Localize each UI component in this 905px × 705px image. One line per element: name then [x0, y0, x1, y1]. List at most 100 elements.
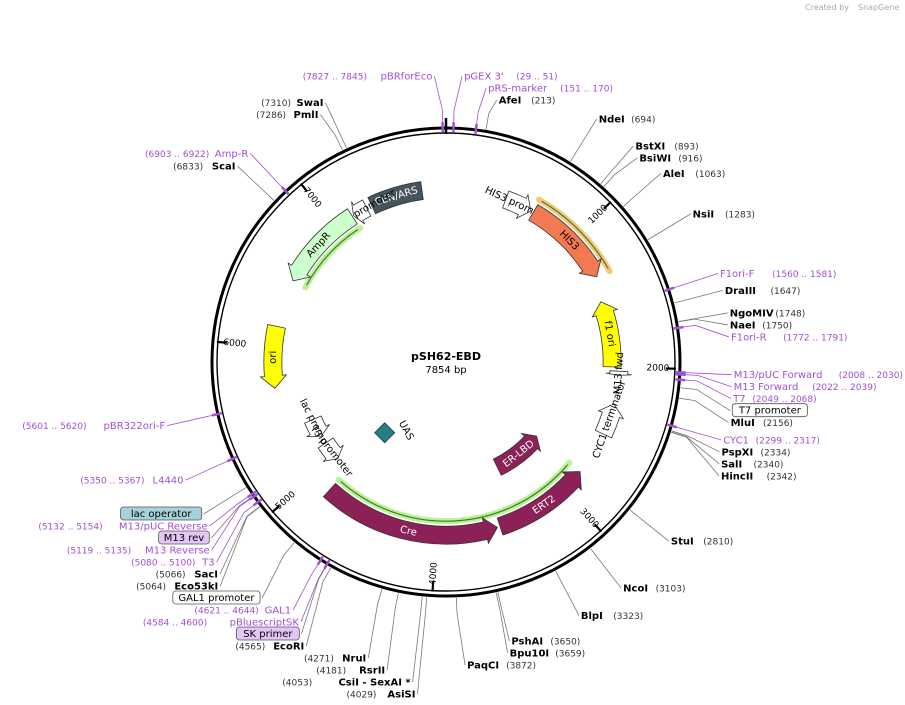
feature-halo-line: [340, 464, 569, 522]
label-leader-line: [681, 379, 732, 400]
label-leader-line: [455, 597, 466, 666]
primer-label-f1ori-f: F1ori-F (1560 .. 1581): [720, 269, 836, 280]
primer-label-m13-reverse: M13 Reverse(5119 .. 5135): [67, 546, 210, 557]
feature-halo-line: [541, 200, 609, 269]
primer-coord: (2008 .. 2030): [839, 371, 903, 381]
enzyme-label-rsrii: RsrII(4181): [316, 666, 385, 677]
feature-label-f1-ori: f1 ori: [602, 320, 617, 348]
label-leader-line: [292, 561, 321, 611]
enzyme-coord: (694): [631, 115, 655, 125]
enzyme-label-bpu10i: Bpu10I(3659): [510, 649, 586, 660]
enzyme-coord: (7310): [261, 99, 291, 109]
enzyme-name: SacI: [194, 570, 218, 581]
feature-his3-promoter: [502, 190, 532, 220]
feature-ori: [259, 323, 288, 389]
enzyme-coord: (4053): [282, 679, 312, 689]
feature-er-lbd: [492, 432, 542, 476]
enzyme-name: NsiI: [693, 209, 714, 220]
enzyme-name: MluI: [731, 418, 755, 429]
enzyme-name: NruI: [342, 654, 366, 665]
halo-layer: [302, 196, 613, 525]
label-leader-line: [603, 157, 638, 187]
boxed-label-text: T7 promoter: [738, 406, 802, 417]
primer-coord: (4584 .. 4600): [143, 619, 207, 629]
label-leader-line: [629, 509, 670, 542]
enzyme-coord: (2334): [761, 448, 791, 458]
primer-coord: (29 .. 51): [516, 73, 557, 83]
label-leader-line: [600, 145, 634, 184]
primer-label-pgex-3: pGEX 3' (29 .. 51): [464, 72, 558, 83]
enzyme-label-stui: StuI(2810): [671, 537, 733, 548]
feature-m13-fwd: [605, 370, 632, 376]
enzyme-label-nrui: NruI(4271): [304, 654, 366, 665]
enzyme-name: AsiSI: [387, 690, 415, 701]
boxed-label-frame: [236, 626, 300, 641]
feature-label-m13-fwd: M13 fwd: [612, 352, 626, 395]
label-leader-line: [325, 102, 347, 149]
scale-tick: [299, 182, 308, 193]
enzyme-name: Bpu10I: [510, 649, 550, 660]
enzyme-coord: (893): [674, 142, 698, 152]
label-leader-line: [167, 414, 217, 427]
primer-coord: (151 .. 170): [560, 85, 613, 95]
primer-coord: (5132 .. 5154): [38, 523, 102, 533]
enzyme-label-paqci: PaqCI(3872): [467, 661, 536, 672]
primer-name: GAL1: [265, 606, 292, 617]
label-leader-line: [211, 496, 253, 539]
primer-label-cyc1: CYC1(2299 .. 2317): [723, 435, 820, 446]
enzyme-label-bsiwi: BsiWI(916): [639, 153, 702, 164]
primer-name: F1ori-F: [720, 269, 755, 280]
label-leader-line: [678, 318, 728, 326]
label-leader-line: [679, 397, 729, 424]
primer-coord: (6903 .. 6922): [145, 150, 209, 160]
primer-coord: (5601 .. 5620): [22, 422, 86, 432]
enzyme-name: PspXI: [722, 447, 754, 458]
primer-name: M13 Reverse: [145, 546, 210, 557]
primer-coord: (1772 .. 1791): [783, 333, 847, 343]
label-leader-line: [367, 589, 383, 659]
primer-name: pBluescriptSK: [230, 618, 300, 629]
enzyme-label-pshai: PshAI(3650): [511, 637, 580, 648]
label-leader-line: [219, 506, 260, 575]
enzyme-label-scai: ScaI(6833): [173, 162, 235, 173]
enzyme-name: PmlI: [294, 110, 319, 121]
enzyme-name: NaeI: [730, 320, 756, 331]
primer-name: F1ori-R: [731, 332, 767, 343]
created-by-text: Created by: [805, 3, 849, 12]
enzyme-label-ecori: EcoRI(4565): [235, 642, 304, 653]
scale-tick: [216, 340, 227, 344]
enzyme-coord: (3103): [656, 585, 686, 595]
scale-tick-label: 4000: [428, 562, 439, 586]
primer-label-amp-r: Amp-R(6903 .. 6922): [145, 149, 248, 160]
feature-ampr-promoter: [351, 199, 372, 225]
primer-label-pbluescriptsk: pBluescriptSK (4584 .. 4600): [143, 618, 300, 629]
label-leader-line: [623, 173, 662, 207]
enzyme-label-bstxi: BstXI(893): [635, 141, 698, 152]
box-label-t7-promoter: T7 promoter: [731, 403, 808, 418]
label-leader-line: [590, 548, 622, 589]
enzyme-name: DraIII: [725, 286, 756, 297]
feature-label-t3-promoter: T3 promoter: [307, 423, 355, 480]
scale-tick-label: 7000: [301, 186, 323, 210]
enzyme-coord: (1283): [725, 210, 755, 220]
primer-coord: (1560 .. 1581): [772, 270, 836, 280]
enzyme-name: AfeI: [499, 96, 522, 107]
boxed-label-text: M13 rev: [164, 533, 205, 544]
feature-label-cre: Cre: [399, 524, 418, 538]
feature-ert2: [496, 471, 582, 536]
primer-label-m13-puc-forward: M13/pUC Forward(2008 .. 2030): [734, 370, 903, 381]
primer-name: M13 Forward: [734, 382, 799, 393]
enzyme-label-csii-sexai: CsiI - SexAI *(4053): [282, 678, 411, 689]
primer-label-m13-puc-reverse: M13/pUC Reverse(5132 .. 5154): [38, 522, 207, 533]
enzyme-coord: (1063): [695, 170, 725, 180]
scale-tick-label: 2000: [646, 363, 669, 374]
feature-cre: [322, 482, 498, 545]
boxed-label-text: GAL1 promoter: [178, 593, 255, 604]
primer-label-t7: T7(2049 .. 2068): [732, 394, 816, 405]
primer-label-gal1: GAL1(4621 .. 4644): [194, 606, 291, 617]
label-layer: pGEX 3'(29 .. 51)pRS-marker(151 .. 170)A…: [22, 72, 903, 701]
label-leader-line: [305, 567, 332, 647]
primer-name: pGEX 3': [464, 72, 504, 83]
label-leader-line: [417, 597, 428, 695]
enzyme-coord: (213): [531, 97, 555, 107]
